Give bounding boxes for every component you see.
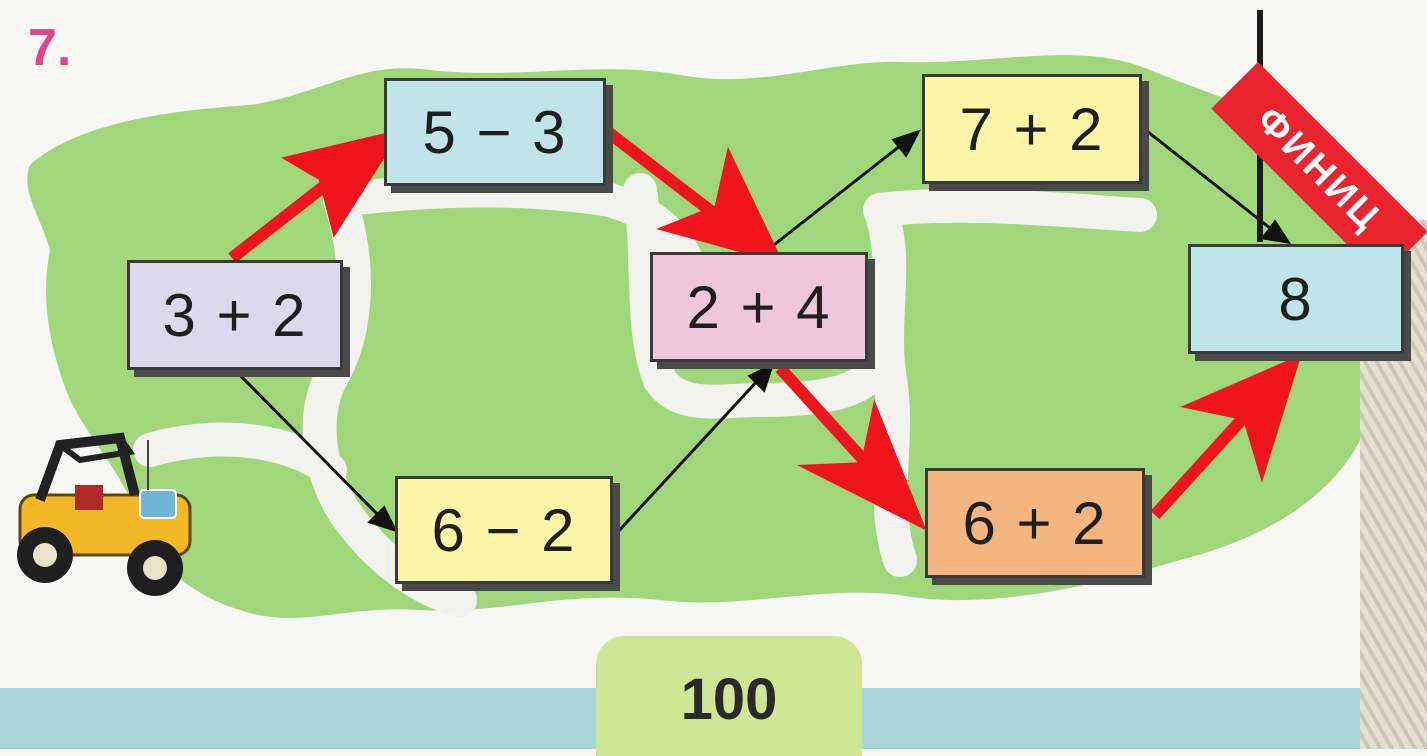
expression-box-finish: 8 <box>1188 244 1404 354</box>
road-top <box>323 173 707 287</box>
arrowhead-upper-right-to-finish <box>1260 219 1292 245</box>
red-arrowhead-3 <box>796 399 927 531</box>
road-right-loop <box>863 188 1157 232</box>
expression-box-lower-left: 6 − 2 <box>395 476 613 584</box>
expression-start-label: 3 + 2 <box>162 281 308 349</box>
car-roll-bar-back <box>58 436 136 464</box>
expression-box-upper-right: 7 + 2 <box>922 74 1142 184</box>
car-number-plate <box>139 489 177 519</box>
red-arrows <box>228 117 1302 531</box>
expression-lower-left-label: 6 − 2 <box>431 496 577 564</box>
road-lower <box>133 422 347 487</box>
arrowhead-lower-left-to-middle <box>747 362 775 393</box>
car-front-hubcap <box>143 556 167 580</box>
black-arrows <box>233 126 1292 537</box>
arrow-lower-left-to-middle <box>613 376 762 537</box>
red-arrowhead-4 <box>1180 354 1302 483</box>
arrowhead-middle-to-upper-right <box>891 129 922 158</box>
red-arrow-lower-right-to-finish <box>1150 400 1260 520</box>
page-number-tab: 100 <box>596 636 862 756</box>
car-roll-bar <box>35 432 140 502</box>
expression-finish-label: 8 <box>1278 265 1314 333</box>
expression-upper-right-label: 7 + 2 <box>959 95 1105 163</box>
car-seat <box>75 485 103 510</box>
page-number: 100 <box>680 667 778 732</box>
task-number: 7. <box>28 19 72 77</box>
expression-upper-left-label: 5 − 3 <box>422 98 568 166</box>
arrow-start-to-lower-left <box>233 368 387 524</box>
expression-lower-right-label: 6 + 2 <box>962 489 1108 557</box>
arrow-middle-to-upper-right <box>769 140 906 250</box>
red-arrow-upper-left-to-middle <box>591 117 729 227</box>
red-arrowhead-1 <box>281 128 403 238</box>
road-middle-vertical <box>623 173 897 419</box>
expression-box-middle: 2 + 4 <box>650 252 868 362</box>
car-back-hubcap <box>33 543 57 567</box>
arrowhead-start-to-lower-left <box>367 505 398 533</box>
expression-box-lower-right: 6 + 2 <box>925 468 1145 578</box>
arrow-upper-right-to-finish <box>1142 126 1276 234</box>
expression-middle-label: 2 + 4 <box>686 273 832 341</box>
expression-box-start: 3 + 2 <box>127 260 343 370</box>
car-illustration <box>17 432 192 596</box>
red-arrowhead-2 <box>656 146 785 265</box>
expression-box-upper-left: 5 − 3 <box>384 78 606 186</box>
